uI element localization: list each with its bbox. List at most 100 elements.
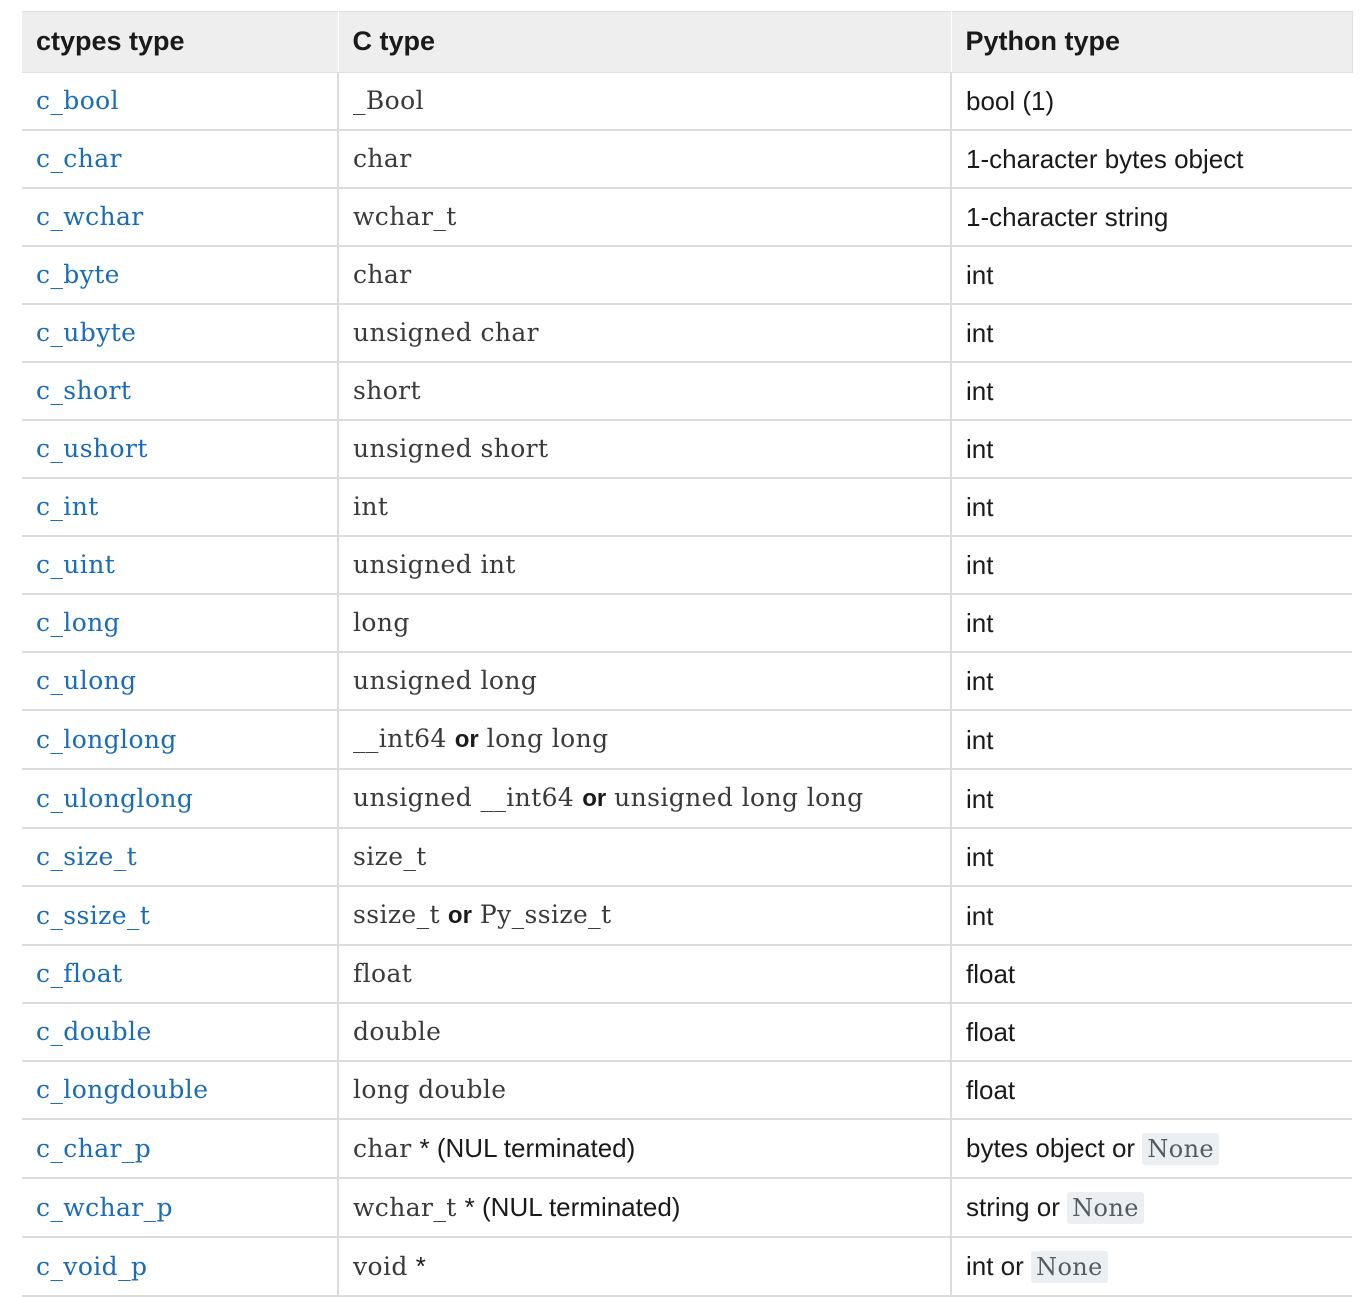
cell-ctypes-type: c_float [22, 945, 339, 1004]
ctypes-type-link[interactable]: c_int [36, 492, 99, 521]
plain-token: float [966, 1075, 1016, 1105]
ctypes-type-link[interactable]: c_ulong [36, 666, 137, 695]
cell-c-type: char [338, 130, 952, 189]
cell-python-type: float [951, 945, 1352, 1004]
plain-token: * (NUL terminated) [464, 1192, 681, 1222]
ctypes-type-link[interactable]: c_longlong [36, 724, 177, 754]
cell-ctypes-type: c_longdouble [22, 1061, 339, 1120]
code-token: unsigned int [353, 550, 516, 579]
cell-python-type: 1-character string [951, 188, 1352, 247]
cell-c-type: __int64 or long long [338, 710, 952, 770]
or-separator: or [454, 726, 479, 753]
plain-token: int [966, 724, 994, 755]
ctypes-type-link[interactable]: c_size_t [36, 842, 138, 871]
cell-python-type: int [951, 536, 1352, 595]
plain-token: int [966, 900, 994, 931]
code-token: unsigned short [353, 434, 549, 463]
ctypes-type-link[interactable]: c_wchar_p [36, 1192, 173, 1222]
table-row: c_double double float [22, 1003, 1352, 1062]
cell-ctypes-type: c_uint [22, 536, 339, 595]
ctypes-type-link[interactable]: c_ssize_t [36, 900, 151, 930]
cell-python-type: int [951, 478, 1352, 537]
code-token: unsigned char [353, 318, 540, 347]
plain-token: int [966, 666, 994, 696]
ctypes-type-link[interactable]: c_void_p [36, 1251, 148, 1281]
ctypes-type-link[interactable]: c_bool [36, 86, 120, 115]
cell-python-type: bytes object or None [951, 1119, 1352, 1179]
cell-ctypes-type: c_wchar [22, 188, 339, 247]
cell-python-type: 1-character bytes object [951, 130, 1352, 189]
table-row: c_byte char int [22, 246, 1352, 305]
plain-token: float [966, 1017, 1016, 1047]
cell-python-type: int [951, 362, 1352, 421]
cell-c-type: _Bool [338, 72, 952, 131]
code-token: void [353, 1252, 408, 1281]
cell-python-type: float [951, 1061, 1352, 1120]
cell-ctypes-type: c_size_t [22, 828, 339, 887]
ctypes-type-link[interactable]: c_char [36, 144, 122, 173]
code-token: char [353, 260, 412, 289]
table-row: c_ushort unsigned short int [22, 420, 1352, 479]
ctypes-type-link[interactable]: c_wchar [36, 202, 144, 231]
cell-python-type: int [951, 828, 1352, 887]
plain-token: int or [966, 1251, 1024, 1281]
table-row: c_wchar wchar_t 1-character string [22, 188, 1352, 247]
cell-ctypes-type: c_char_p [22, 1119, 339, 1179]
code-token: wchar_t [353, 1193, 457, 1222]
plain-token: int [966, 842, 994, 872]
cell-c-type: wchar_t * (NUL terminated) [338, 1178, 952, 1238]
cell-python-type: int [951, 769, 1352, 829]
cell-c-type: char [338, 246, 952, 305]
cell-c-type: wchar_t [338, 188, 952, 247]
column-header-ctypes-type: ctypes type [22, 11, 339, 73]
cell-python-type: int [951, 420, 1352, 479]
code-token: long [353, 608, 410, 637]
ctypes-type-link[interactable]: c_double [36, 1017, 152, 1046]
plain-token: 1-character string [966, 202, 1169, 232]
ctypes-type-link[interactable]: c_char_p [36, 1133, 152, 1163]
code-token: char [353, 1134, 412, 1163]
plain-token: int [966, 492, 994, 522]
plain-token: * [415, 1251, 426, 1281]
plain-token: int [966, 434, 994, 464]
cell-c-type: long [338, 594, 952, 653]
plain-token: 1-character bytes object [966, 144, 1244, 174]
cell-ctypes-type: c_void_p [22, 1237, 339, 1297]
cell-ctypes-type: c_ssize_t [22, 886, 339, 946]
ctypes-type-link[interactable]: c_uint [36, 550, 116, 579]
cell-python-type: int [951, 710, 1352, 770]
table-row: c_char char 1-character bytes object [22, 130, 1352, 189]
cell-ctypes-type: c_ushort [22, 420, 339, 479]
ctypes-type-link[interactable]: c_byte [36, 260, 120, 289]
ctypes-type-link[interactable]: c_ubyte [36, 318, 137, 347]
ctypes-type-link[interactable]: c_long [36, 608, 121, 637]
plain-token: int [966, 376, 994, 406]
table-header: ctypes type C type Python type [22, 11, 1353, 73]
code-token: double [353, 1017, 442, 1046]
cell-python-type: int [951, 246, 1352, 305]
cell-python-type: string or None [951, 1178, 1352, 1238]
ctypes-type-link[interactable]: c_ulonglong [36, 783, 194, 813]
code-token: int [353, 492, 389, 521]
ctypes-type-link[interactable]: c_float [36, 959, 123, 988]
code-token: unsigned __int64 [353, 783, 575, 812]
cell-python-type: int [951, 886, 1352, 946]
cell-python-type: int [951, 652, 1352, 711]
plain-token: int [966, 783, 994, 814]
ctypes-type-link[interactable]: c_short [36, 376, 132, 405]
ctypes-type-link[interactable]: c_ushort [36, 434, 148, 463]
ctypes-type-link[interactable]: c_longdouble [36, 1075, 209, 1104]
cell-ctypes-type: c_long [22, 594, 339, 653]
plain-token: int [966, 550, 994, 580]
cell-ctypes-type: c_ulong [22, 652, 339, 711]
